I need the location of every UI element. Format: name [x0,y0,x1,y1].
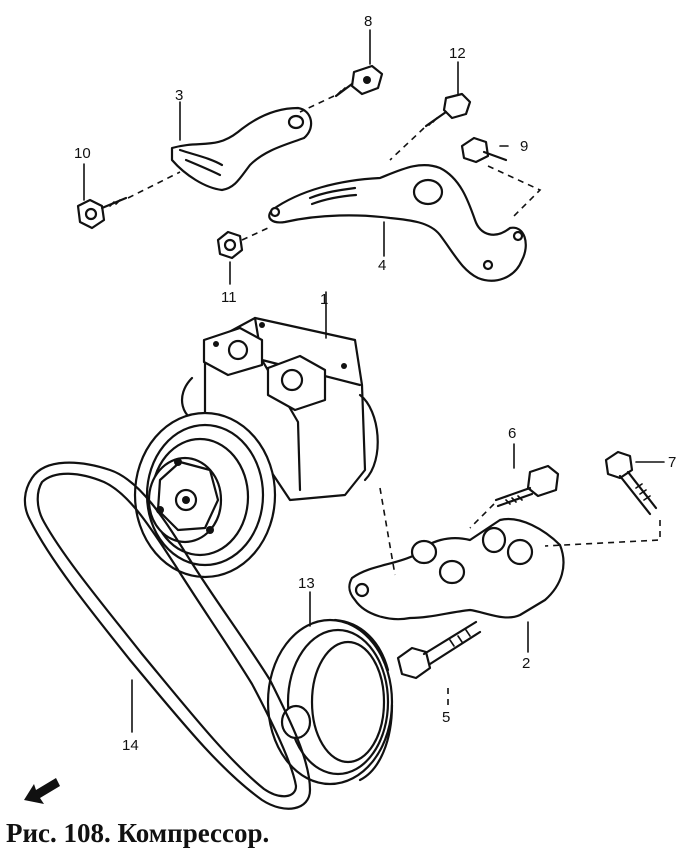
callout-2: 2 [522,655,530,672]
part-9-bolt [460,136,508,164]
part-8-bolt [334,64,384,98]
part-13-pulley [266,618,394,786]
callout-14: 14 [122,737,139,754]
callout-13: 13 [298,575,315,592]
callout-10: 10 [74,145,91,162]
callout-8: 8 [364,13,372,30]
part-14-belt [23,461,312,810]
part-2-bracket [348,517,565,621]
part-12-bolt [424,92,472,128]
part-6-bolt [494,464,560,508]
part-4-bracket [268,164,527,282]
part-5-bolt [396,620,482,680]
callout-7: 7 [668,454,676,471]
callout-12: 12 [449,45,466,62]
callout-3: 3 [175,87,183,104]
part-7-bolt [604,450,658,516]
part-1-compressor [133,316,379,579]
front-arrow-icon [24,778,60,804]
callout-1: 1 [320,291,328,308]
part-10-bolt [76,196,128,230]
leader-lines [83,29,665,733]
callout-11: 11 [221,289,237,306]
figure-caption: Рис. 108. Компрессор. [6,818,270,848]
callout-6: 6 [508,425,516,442]
part-3-bracket [170,106,313,192]
part-11-nut [216,230,244,260]
callout-5: 5 [442,709,450,726]
callout-9: 9 [520,138,528,155]
callout-4: 4 [378,257,386,274]
